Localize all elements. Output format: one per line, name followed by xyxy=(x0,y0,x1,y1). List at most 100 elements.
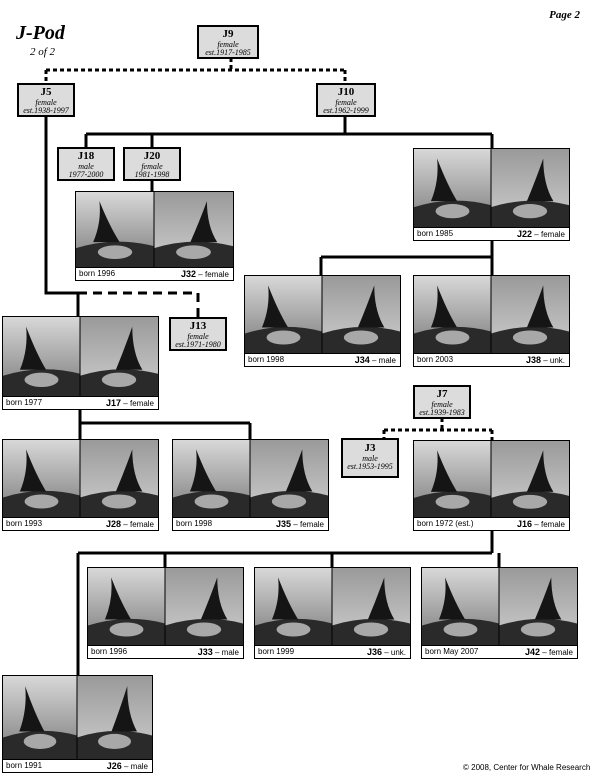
birth-year: born 1998 xyxy=(248,355,285,364)
box-sex: female xyxy=(217,39,239,49)
saddle-patch xyxy=(24,372,59,387)
dorsal-fin-photos xyxy=(414,441,569,518)
box-sex: male xyxy=(362,453,378,463)
dorsal-fin xyxy=(526,285,554,328)
whale-id-sex: J28 – female xyxy=(106,519,154,529)
whale-sex: female xyxy=(548,648,573,657)
dorsal-fin xyxy=(93,201,120,243)
saddle-patch xyxy=(512,204,548,219)
birth-year: born 1996 xyxy=(91,647,128,656)
birth-year: born May 2007 xyxy=(425,647,479,656)
page-title: J-Pod xyxy=(16,22,65,44)
dorsal-fin-photos xyxy=(173,440,328,518)
whale-id-sex: J32 – female xyxy=(181,269,229,279)
photo-caption: born 1991 J26 – male xyxy=(3,759,152,772)
box-sex: female xyxy=(335,97,357,107)
dorsal-fin xyxy=(367,577,395,620)
whale-sex: unk. xyxy=(549,356,565,365)
saddle-patch xyxy=(443,622,478,637)
box-sex: female xyxy=(187,331,209,341)
dorsal-fin xyxy=(430,285,458,328)
dorsal-fin xyxy=(104,577,132,620)
box-j20: J20 female 1981-1998 xyxy=(123,147,181,181)
box-dates: 1977-2000 xyxy=(68,169,104,179)
box-id: J3 xyxy=(364,442,376,454)
j9-offspring-line xyxy=(44,58,347,83)
photo-caption: born 1972 (est.)J16 – female xyxy=(414,517,569,530)
saddle-patch xyxy=(97,245,133,259)
box-sex: female xyxy=(141,161,163,171)
box-dates: est.1917-1985 xyxy=(205,47,251,57)
box-j5: J5 female est.1938-1997 xyxy=(17,83,75,117)
saddle-patch xyxy=(24,494,59,509)
whale-id: J35 xyxy=(276,519,292,529)
birth-year: born 1993 xyxy=(6,519,43,528)
whale-id-sex: J16 – female xyxy=(517,519,565,529)
birth-year: born 1996 xyxy=(79,269,116,278)
whale-id: J22 xyxy=(517,229,533,239)
whale-id: J42 xyxy=(525,647,541,657)
whale-sex: female xyxy=(540,520,565,529)
saddle-patch xyxy=(98,733,131,749)
box-j13: J13 female est.1971-1980 xyxy=(169,317,227,351)
box-dates: est.1971-1980 xyxy=(175,339,221,349)
birth-year: born 1991 xyxy=(6,761,43,770)
j17-offspring-line xyxy=(78,410,252,439)
j7-j3-line xyxy=(382,418,494,440)
box-dates: 1981-1998 xyxy=(134,169,170,179)
box-id: J5 xyxy=(40,86,52,98)
whale-sex: male xyxy=(130,762,148,771)
box-id: J10 xyxy=(337,86,355,98)
birth-year: born 1985 xyxy=(417,229,454,238)
saddle-patch xyxy=(194,494,229,509)
dorsal-fin-photos xyxy=(3,440,158,518)
dorsal-fin xyxy=(438,577,466,620)
saddle-patch xyxy=(186,622,222,637)
whale-id: J16 xyxy=(517,519,533,529)
saddle-patch xyxy=(435,330,470,345)
birth-year: born 2003 xyxy=(417,355,454,364)
box-id: J13 xyxy=(189,320,207,332)
dorsal-fin-photos xyxy=(3,317,158,397)
dorsal-fin xyxy=(115,449,143,492)
dorsal-fin xyxy=(19,326,47,370)
box-id: J18 xyxy=(77,150,95,162)
birth-year: born 1998 xyxy=(176,519,213,528)
birth-year: born 1999 xyxy=(258,647,295,656)
whale-id: J17 xyxy=(106,398,122,408)
dorsal-fin xyxy=(200,577,228,620)
dorsal-fin xyxy=(430,450,458,492)
whale-sex: female xyxy=(204,270,229,279)
whale-id: J26 xyxy=(106,761,122,771)
saddle-patch xyxy=(435,494,470,509)
box-sex: female xyxy=(35,97,57,107)
saddle-patch xyxy=(343,330,379,345)
whale-sex: female xyxy=(540,230,565,239)
box-id: J7 xyxy=(436,388,448,400)
dorsal-fin xyxy=(19,686,45,732)
dorsal-fin xyxy=(111,686,137,732)
dorsal-fin xyxy=(526,158,554,202)
whale-id-sex: J26 – male xyxy=(106,761,148,771)
box-dates: est.1953-1995 xyxy=(347,461,393,471)
saddle-patch xyxy=(101,494,137,509)
saddle-patch xyxy=(353,622,389,637)
copyright-notice: © 2008, Center for Whale Research xyxy=(463,763,591,772)
dorsal-fin xyxy=(115,326,143,370)
box-id: J9 xyxy=(222,28,234,40)
photo-caption: born 1996 J32 – female xyxy=(76,267,233,280)
j5-to-j13-line xyxy=(78,291,200,317)
whale-sex: female xyxy=(299,520,324,529)
whale-sex: unk. xyxy=(390,648,406,657)
saddle-patch xyxy=(109,622,144,637)
whale-id: J34 xyxy=(354,355,370,365)
dorsal-fin xyxy=(189,449,217,492)
box-dates: est.1938-1997 xyxy=(23,105,69,115)
